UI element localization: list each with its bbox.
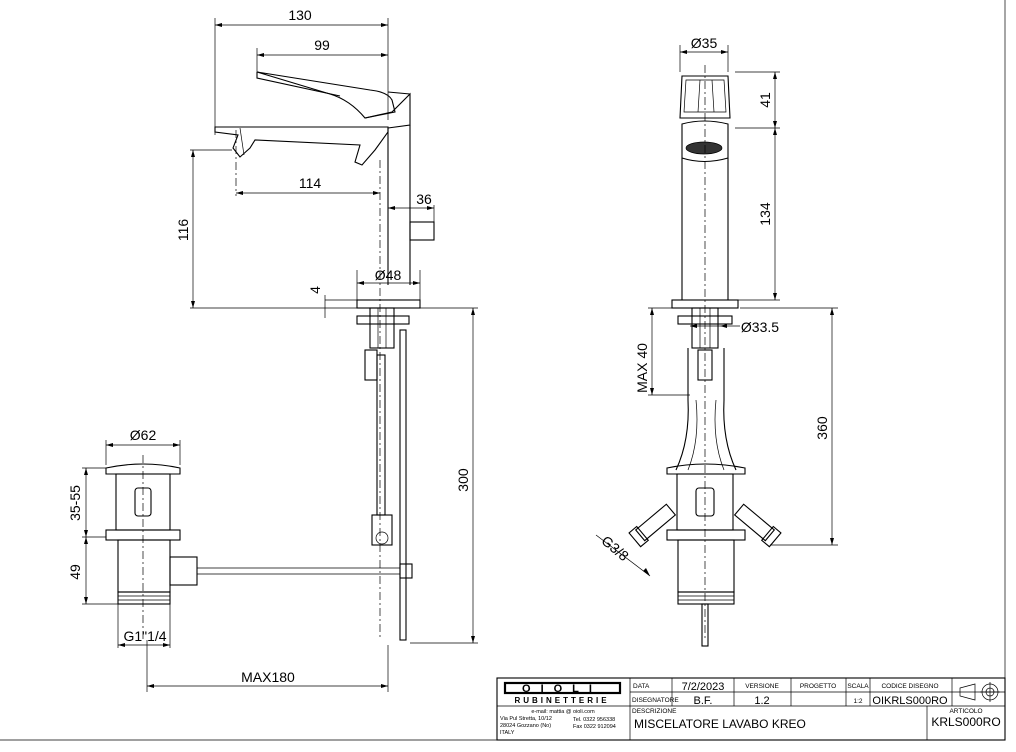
label-codice: CODICE DISEGNO (881, 683, 938, 690)
dim-g3-8: G3/8 (598, 532, 632, 564)
dim-134: 134 (757, 202, 773, 226)
fax: Fax 0322 912094 (573, 724, 616, 730)
dim-360: 360 (814, 416, 830, 440)
dim-4: 4 (307, 286, 323, 294)
label-versione: VERSIONE (745, 683, 779, 690)
telephone: Tel. 0322 956338 (573, 717, 615, 723)
dim-g1-14: G1"1/4 (123, 628, 166, 644)
address-line-2: 28024 Gozzano (No) (500, 723, 551, 729)
dim-36: 36 (416, 191, 432, 207)
dim-35: Ø35 (691, 35, 718, 51)
dim-99: 99 (314, 37, 330, 53)
dim-49: 49 (67, 564, 83, 580)
dim-max40: MAX 40 (634, 343, 650, 393)
label-descrizione: DESCRIZIONE (632, 708, 677, 715)
label-progetto: PROGETTO (800, 683, 836, 690)
dim-35-55: 35-55 (67, 485, 83, 521)
side-view: 130 99 36 114 (67, 7, 478, 692)
dim-62: Ø62 (130, 427, 157, 443)
label-disegnatore: DISEGNATORE (632, 697, 679, 704)
front-view: Ø35 41 134 Ø33.5 (595, 35, 838, 647)
value-codice: OIKRLS000RO (872, 695, 948, 707)
address-line-1: Via Pul Stretta, 10/12 (500, 716, 552, 722)
dim-33-5: Ø33.5 (741, 319, 779, 335)
dim-300: 300 (455, 468, 471, 492)
dim-41: 41 (757, 92, 773, 108)
label-articolo: ARTICOLO (949, 708, 982, 715)
value-disegnatore: B.F. (694, 695, 713, 707)
dim-114: 114 (299, 175, 322, 191)
label-scala: SCALA (847, 683, 869, 690)
address-line-3: ITALY (500, 730, 515, 736)
value-descrizione: MISCELATORE LAVABO KREO (634, 717, 806, 731)
company-logo: OIOLI RUBINETTERIE (503, 681, 622, 705)
contact-email: e-mail: mattia @ oioli.com (531, 709, 595, 715)
logo-wordmark: OIOLI (522, 683, 602, 695)
label-data: DATA (633, 683, 650, 690)
dim-max180: MAX180 (241, 669, 295, 685)
value-data: 7/2/2023 (682, 681, 725, 693)
value-articolo: KRLS000RO (931, 715, 1000, 729)
title-block: OIOLI RUBINETTERIE e-mail: mattia @ oiol… (496, 677, 1006, 741)
logo-subtitle: RUBINETTERIE (514, 696, 609, 705)
dim-48: Ø48 (375, 267, 402, 283)
value-versione: 1.2 (754, 695, 769, 707)
projection-symbol (959, 682, 1000, 702)
dim-116: 116 (175, 219, 191, 242)
dim-130: 130 (288, 7, 312, 23)
value-scala: 1:2 (853, 698, 862, 705)
